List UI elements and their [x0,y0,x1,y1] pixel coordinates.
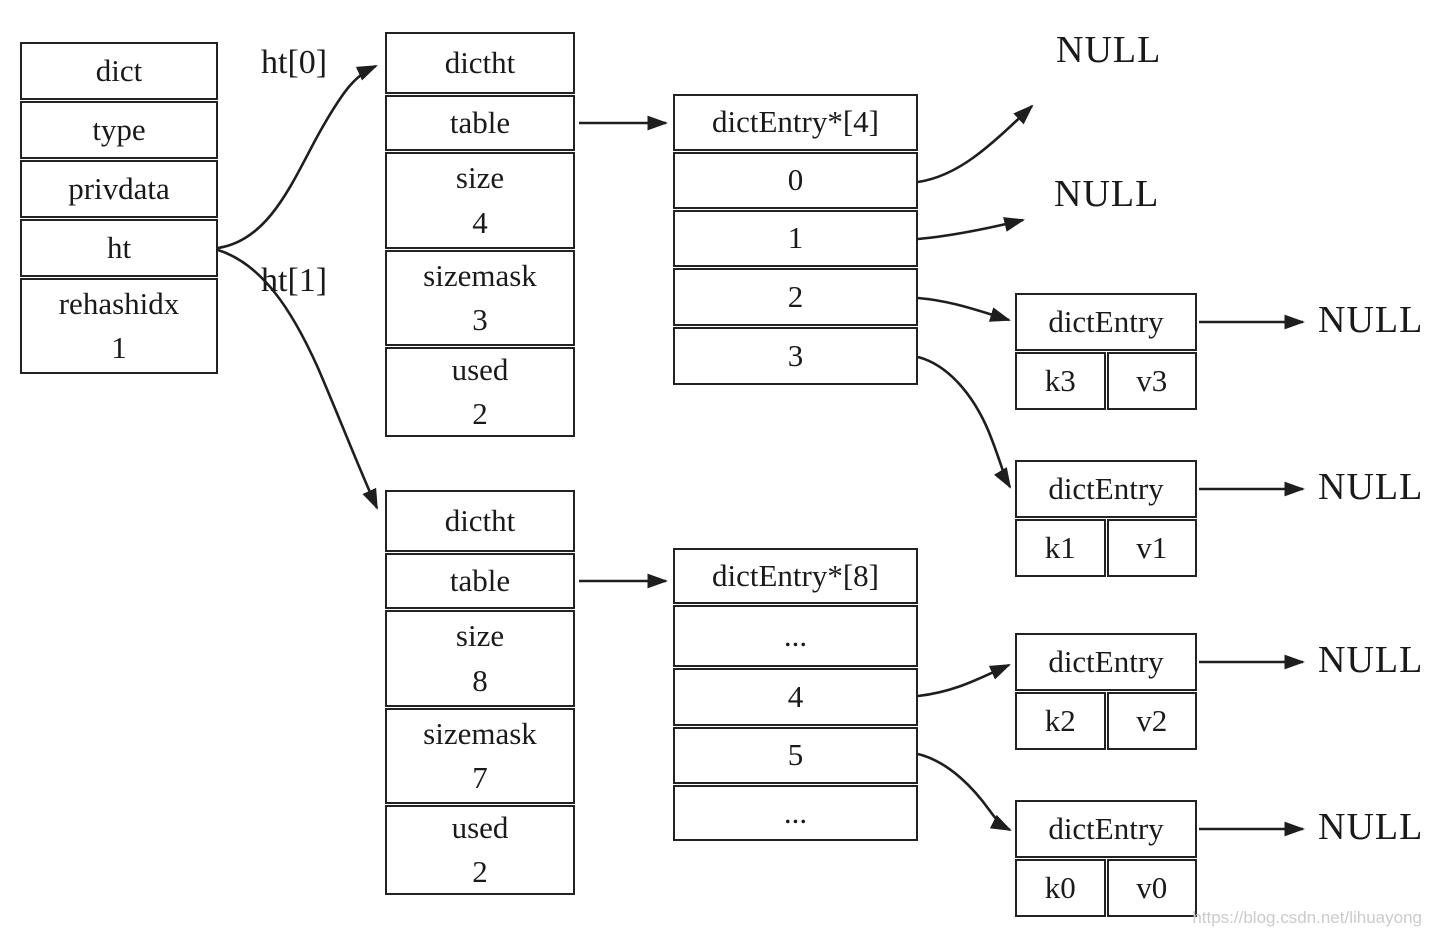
bucket4-slot-1: 1 [673,210,918,267]
dict-rehashidx-cell: rehashidx 1 [20,278,218,374]
dict-type-cell: type [20,101,218,159]
arrow-slot1-null [917,217,1026,241]
bucket8-slot-ellipsis-bottom: ... [673,785,918,841]
rehashidx-value: 1 [111,330,127,365]
null-label-entry-k3: NULL [1318,299,1424,341]
dictentry-k0-kv-row: k0 v0 [1015,859,1197,917]
null-label-entry-k1: NULL [1318,466,1424,508]
dict-struct-box: dict type privdata ht rehashidx 1 [20,42,218,374]
null-label-slot1: NULL [1054,173,1160,215]
dictentry-k2-key-cell: k2 [1015,692,1106,750]
dictentry-k1-value-cell: v1 [1106,519,1197,577]
size-value: 4 [472,204,488,240]
dictentry-k1-key-cell: k1 [1015,519,1106,577]
dictht0-title-cell: dictht [385,32,575,94]
dictentry-k3-value-cell: v3 [1106,352,1197,410]
dictht1-size-cell: size 8 [385,610,575,707]
bucket4-header-cell: dictEntry*[4] [673,94,918,151]
bucket4-slot-2: 2 [673,268,918,326]
dictht1-used-cell: used 2 [385,805,575,895]
dictentry-k3-kv-row: k3 v3 [1015,352,1197,410]
used-value: 2 [472,396,488,431]
bucket4-slot-3: 3 [673,327,918,385]
bucket8-slot-5: 5 [673,727,918,784]
dictht0-size-cell: size 4 [385,152,575,249]
rehashidx-label: rehashidx [58,285,180,321]
dictht0-box: dictht table size 4 sizemask 3 used 2 [385,32,575,437]
dictentry-k2-value-cell: v2 [1106,692,1197,750]
bucket4-slot-0: 0 [673,152,918,209]
dictentry-k2-title-cell: dictEntry [1015,633,1197,691]
size-label: size [455,618,505,654]
size-value: 8 [472,662,488,698]
ht0-pointer-label: ht[0] [261,44,328,81]
used-value: 2 [472,854,488,889]
dictht1-title-cell: dictht [385,490,575,552]
bucket8-slot-ellipsis-top: ... [673,605,918,667]
dict-ht-cell: ht [20,219,218,277]
null-label-slot0: NULL [1056,29,1162,71]
sizemask-value: 7 [472,760,488,795]
dictentry-k2-kv-row: k2 v2 [1015,692,1197,750]
arrow-slot3-entry-k1 [917,355,1012,489]
dictht1-box: dictht table size 8 sizemask 7 used 2 [385,490,575,895]
watermark-url: https://blog.csdn.net/lihuayong [1192,908,1422,927]
dictentry-node-k0: dictEntry k0 v0 [1015,800,1197,917]
arrow-slot0-null [917,104,1034,184]
dictht0-used-cell: used 2 [385,347,575,437]
dictentry-k0-key-cell: k0 [1015,859,1106,917]
dict-privdata-cell: privdata [20,160,218,218]
arrow-slot5-entry-k0 [917,752,1012,832]
size-label: size [455,160,505,196]
dictentry-k0-value-cell: v0 [1106,859,1197,917]
dictentry-node-k2: dictEntry k2 v2 [1015,633,1197,750]
dict-title-cell: dict [20,42,218,100]
used-label: used [451,351,509,387]
dictht0-table-cell: table [385,95,575,151]
arrow-ht0-pointer [217,64,378,250]
dictht1-sizemask-cell: sizemask 7 [385,708,575,804]
dictht1-table-cell: table [385,553,575,609]
dictentry-k3-title-cell: dictEntry [1015,293,1197,351]
bucket8-header-cell: dictEntry*[8] [673,548,918,604]
used-label: used [451,809,509,845]
bucket-array-8-box: dictEntry*[8] ... 4 5 ... [673,548,918,841]
dictentry-k3-key-cell: k3 [1015,352,1106,410]
dictentry-k0-title-cell: dictEntry [1015,800,1197,858]
dictentry-node-k1: dictEntry k1 v1 [1015,460,1197,577]
ht1-pointer-label: ht[1] [261,262,328,299]
arrow-slot2-entry-k3 [917,296,1011,322]
null-label-entry-k0: NULL [1318,806,1424,848]
dictentry-k1-title-cell: dictEntry [1015,460,1197,518]
sizemask-value: 3 [472,302,488,337]
arrow-slot4-entry-k2 [917,663,1011,698]
dictht0-sizemask-cell: sizemask 3 [385,250,575,346]
dictentry-k1-kv-row: k1 v1 [1015,519,1197,577]
dictentry-node-k3: dictEntry k3 v3 [1015,293,1197,410]
sizemask-label: sizemask [423,257,537,293]
null-label-entry-k2: NULL [1318,639,1424,681]
sizemask-label: sizemask [423,715,537,751]
bucket-array-4-box: dictEntry*[4] 0 1 2 3 [673,94,918,385]
bucket8-slot-4: 4 [673,668,918,726]
